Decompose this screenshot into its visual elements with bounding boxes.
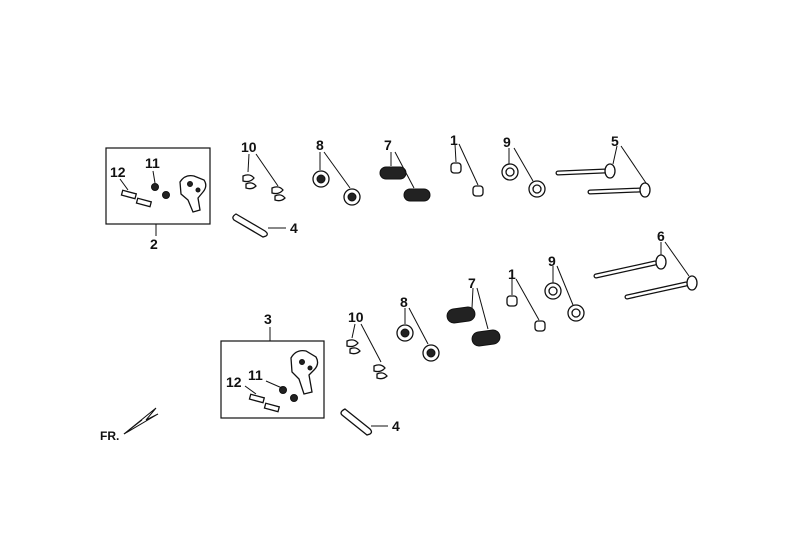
valve-spring-7-lower bbox=[446, 306, 501, 347]
label-9-lower: 9 bbox=[548, 253, 556, 269]
spring-seat-9-lower bbox=[544, 282, 585, 322]
label-7: 7 bbox=[384, 137, 392, 153]
label-4: 4 bbox=[290, 220, 298, 236]
label-11-lower: 11 bbox=[248, 367, 263, 383]
front-marker-label: FR. bbox=[100, 429, 119, 443]
screw-12-lower-a bbox=[248, 393, 266, 404]
label-8: 8 bbox=[316, 137, 324, 153]
spring-seat-9-upper bbox=[501, 163, 546, 198]
valve-6-lower bbox=[593, 254, 698, 300]
nut-11-lower-b bbox=[290, 394, 298, 402]
valve-spring-7-upper bbox=[379, 166, 431, 202]
valve-seal-1-upper bbox=[450, 162, 484, 197]
label-2: 2 bbox=[150, 236, 158, 252]
label-4-lower: 4 bbox=[392, 418, 400, 434]
screw-12-lower-b bbox=[263, 402, 281, 413]
rocker-arm-box-upper bbox=[105, 147, 211, 225]
label-7-lower: 7 bbox=[468, 275, 476, 291]
label-12: 12 bbox=[110, 164, 126, 180]
label-3: 3 bbox=[264, 311, 272, 327]
label-10-lower: 10 bbox=[348, 309, 364, 325]
front-direction-arrow-icon bbox=[123, 407, 159, 435]
pin-4-upper bbox=[232, 213, 268, 238]
nut-11-lower-a bbox=[279, 386, 287, 394]
label-12-lower: 12 bbox=[226, 374, 242, 390]
label-10: 10 bbox=[241, 139, 257, 155]
valve-seal-1-lower bbox=[506, 295, 546, 332]
label-5: 5 bbox=[611, 133, 619, 149]
valve-cotters-10-upper bbox=[242, 174, 286, 202]
label-9: 9 bbox=[503, 134, 511, 150]
rocker-arm-box-lower bbox=[220, 340, 325, 419]
rocker-arm-upper bbox=[179, 174, 207, 213]
spring-retainer-8-upper bbox=[312, 170, 361, 206]
label-1-lower: 1 bbox=[508, 266, 516, 282]
valve-cotters-10-lower bbox=[346, 339, 388, 380]
screw-12-upper-b bbox=[135, 197, 153, 208]
screw-12-upper-a bbox=[120, 189, 138, 200]
label-1: 1 bbox=[450, 132, 458, 148]
label-8-lower: 8 bbox=[400, 294, 408, 310]
spring-retainer-8-lower bbox=[396, 324, 440, 362]
valve-5-upper bbox=[555, 163, 651, 198]
label-6: 6 bbox=[657, 228, 665, 244]
nut-11-upper-a bbox=[151, 183, 159, 191]
nut-11-upper-b bbox=[162, 191, 170, 199]
rocker-arm-lower bbox=[290, 350, 319, 395]
pin-4-lower bbox=[340, 408, 373, 436]
label-11: 11 bbox=[145, 155, 160, 171]
